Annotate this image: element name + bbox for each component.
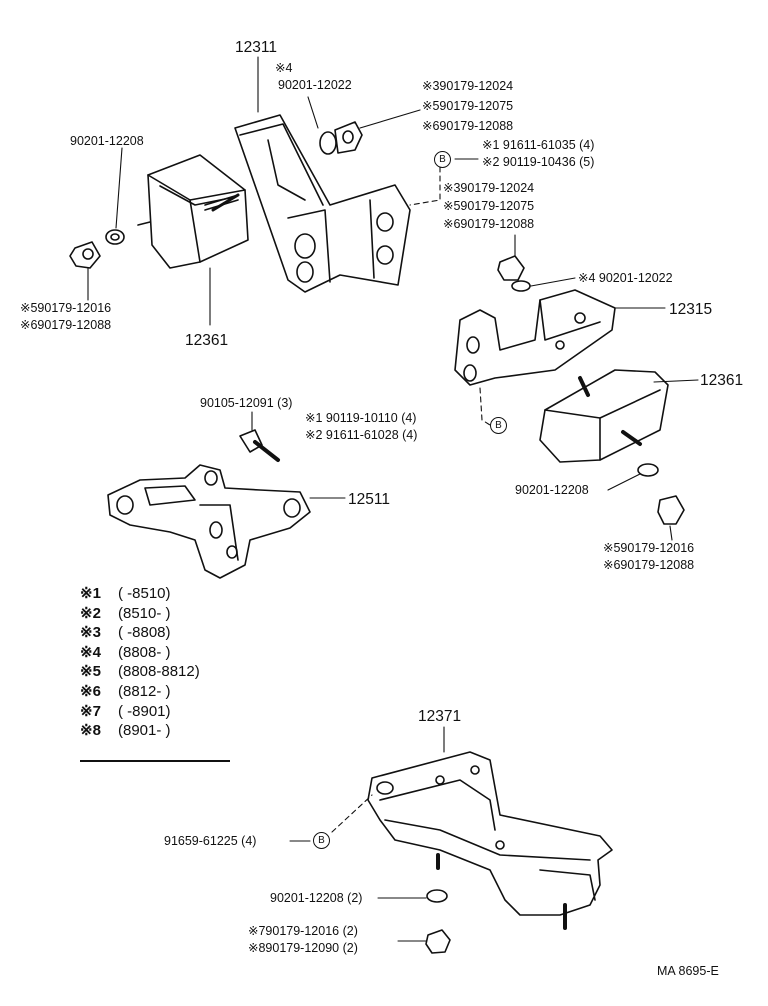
label-nut-bottom-1: ※790179-12016 (2) xyxy=(248,924,358,938)
legend-row: ※3( -8808) xyxy=(80,624,171,642)
label-bolt-b-mid-2: ※2 91611-61028 (4) xyxy=(305,428,418,442)
legend-row: ※4(8808- ) xyxy=(80,643,171,661)
washer-top-icon xyxy=(319,131,337,155)
drawing-code: MA 8695-E xyxy=(657,964,719,978)
label-nut-top-1: ※390179-12024 xyxy=(422,79,514,93)
label-nut-mid-1: ※390179-12024 xyxy=(443,181,535,195)
label-bolt-b-bottom: 91659-61225 (4) xyxy=(164,834,257,848)
mount-12361-left xyxy=(137,154,249,269)
washer-right-icon xyxy=(637,463,659,477)
label-nut-mid-3: ※690179-12088 xyxy=(443,217,535,231)
label-washer-bottom: 90201-12208 (2) xyxy=(270,891,363,905)
label-washer-right: 90201-12208 xyxy=(515,483,589,497)
legend-row: ※1( -8510) xyxy=(80,585,171,602)
nut-mid-icon xyxy=(497,255,525,281)
bracket-12311 xyxy=(234,114,411,293)
label-nut-right-2: ※690179-12088 xyxy=(603,558,695,572)
label-nut-top-2: ※590179-12075 xyxy=(422,99,514,113)
b-mark-bottom: B xyxy=(313,832,330,849)
label-nut-left-1: ※590179-12016 xyxy=(20,301,112,315)
label-nut-right-1: ※590179-12016 xyxy=(603,541,695,555)
label-12361-left: 12361 xyxy=(185,332,229,349)
label-bolt-b-top-2: ※2 90119-10436 (5) xyxy=(482,155,595,169)
nut-bottom-icon xyxy=(425,929,451,954)
label-nut-mid-2: ※590179-12075 xyxy=(443,199,535,213)
legend-row: ※6(8812- ) xyxy=(80,682,171,700)
label-12361-right: 12361 xyxy=(700,372,744,389)
legend-row: ※8(8901- ) xyxy=(80,722,171,740)
legend-underline xyxy=(80,760,230,762)
label-washer-left: 90201-12208 xyxy=(70,134,144,148)
crossmember-12371 xyxy=(367,751,613,930)
label-12511: 12511 xyxy=(348,491,390,508)
label-12315: 12315 xyxy=(669,301,713,318)
mount-12361-right xyxy=(539,369,669,463)
bracket-12315 xyxy=(454,289,616,386)
washer-mid-icon xyxy=(511,280,531,292)
nut-top-icon xyxy=(334,121,363,154)
label-bolt-90105: 90105-12091 (3) xyxy=(200,396,293,410)
label-nut-left-2: ※690179-12088 xyxy=(20,318,112,332)
bracket-12511 xyxy=(107,464,311,579)
legend-row: ※5(8808-8812) xyxy=(80,663,200,681)
label-12311: 12311 xyxy=(235,39,277,56)
label-washer-mid: ※4 90201-12022 xyxy=(578,271,673,285)
label-12311-note: ※4 xyxy=(275,61,293,75)
label-12311-bolt: 90201-12022 xyxy=(278,78,352,92)
nut-left-icon xyxy=(69,241,101,269)
label-bolt-b-mid-1: ※1 90119-10110 (4) xyxy=(305,411,417,425)
label-nut-top-3: ※690179-12088 xyxy=(422,119,514,133)
label-nut-bottom-2: ※890179-12090 (2) xyxy=(248,941,358,955)
b-mark-mid: B xyxy=(490,417,507,434)
b-mark-top: B xyxy=(434,151,451,168)
label-12371: 12371 xyxy=(418,708,462,725)
bolt-90105-icon xyxy=(239,429,280,462)
nut-right-icon xyxy=(657,495,685,525)
label-bolt-b-top-1: ※1 91611-61035 (4) xyxy=(482,138,595,152)
dashed-lines xyxy=(331,166,491,833)
date-range-legend: ※1( -8510) ※2(8510- ) ※3( -8808) ※4(8808… xyxy=(80,584,200,741)
leader-lines xyxy=(87,56,699,942)
legend-row: ※7( -8901) xyxy=(80,702,171,720)
washer-bottom-icon xyxy=(426,889,448,903)
legend-row: ※2(8510- ) xyxy=(80,604,171,622)
washer-left-icon xyxy=(105,229,125,245)
